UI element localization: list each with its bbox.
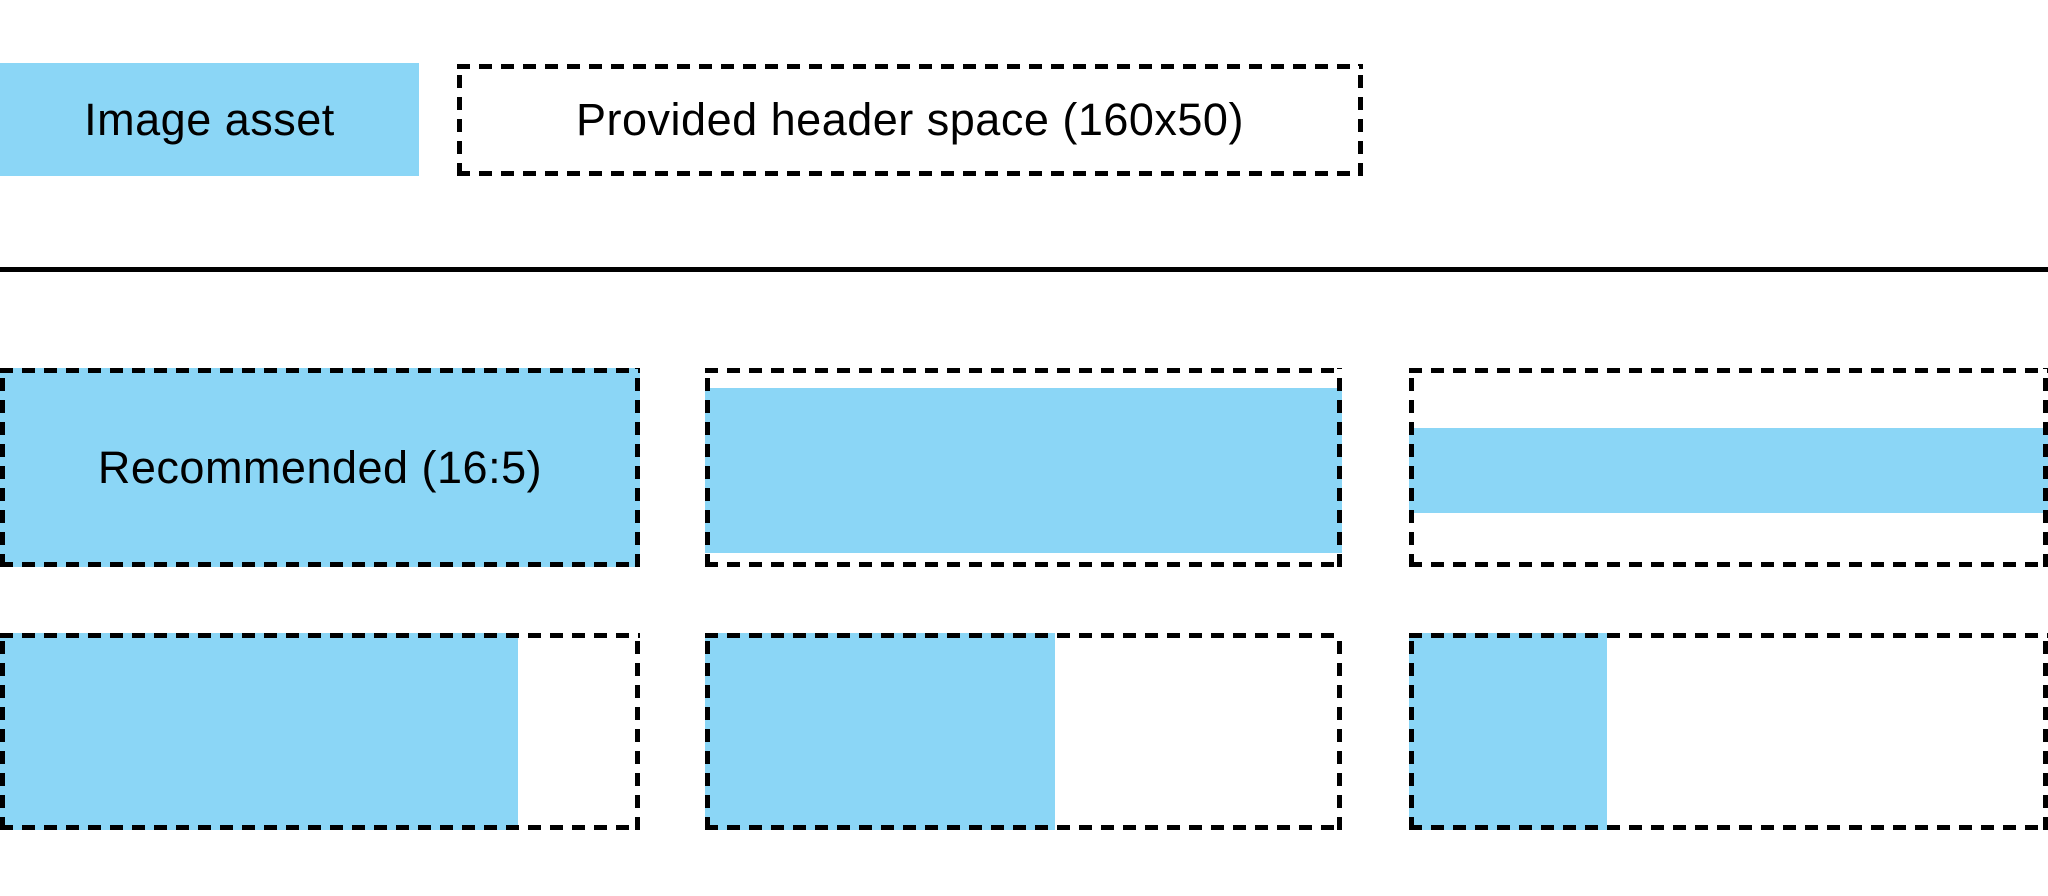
image-asset-legend-swatch: Image asset [0, 63, 419, 176]
example-cell-taller-pillarboxed [0, 633, 640, 830]
provided-header-space-box: Provided header space (160x50) [457, 64, 1363, 176]
divider-line [0, 267, 2048, 272]
image-asset-fill [0, 633, 519, 830]
recommended-label: Recommended (16:5) [97, 441, 543, 493]
example-cell-very-wide-letterboxed [1409, 368, 2048, 567]
example-cell-tall-pillarboxed [705, 633, 1342, 830]
provided-header-space-label: Provided header space (160x50) [576, 94, 1244, 145]
image-asset-label: Image asset [84, 93, 335, 145]
image-asset-fill [705, 633, 1056, 830]
image-asset-fill [1409, 427, 2048, 514]
example-cell-wider-letterboxed [705, 368, 1342, 567]
example-cell-recommended-16-5: Recommended (16:5) [0, 368, 640, 567]
image-asset-fill [705, 387, 1342, 554]
example-cell-very-tall-pillarboxed [1409, 633, 2048, 830]
image-asset-fill [1409, 633, 1608, 830]
